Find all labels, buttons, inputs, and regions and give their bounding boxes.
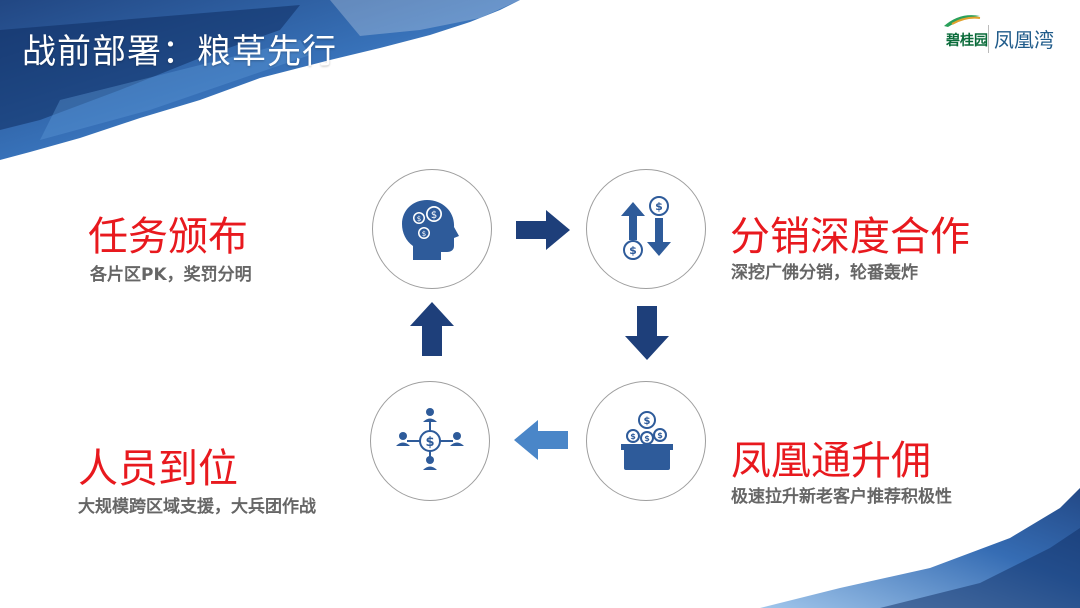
step-circle-staff: $ <box>370 381 490 501</box>
step-title-staff: 人员到位 <box>78 446 238 492</box>
head-coins-icon: $ $ $ <box>402 200 459 260</box>
logo-divider <box>988 25 989 53</box>
step-title-distribution: 分销深度合作 <box>730 214 970 260</box>
logo-brand-text: 碧桂园 <box>946 33 988 49</box>
svg-text:$: $ <box>655 200 663 213</box>
step-circle-task: $ $ $ <box>372 169 492 289</box>
team-network-icon: $ <box>396 408 464 470</box>
arrow-left-icon <box>514 420 568 460</box>
arrow-down-icon <box>625 306 669 360</box>
step-title-commission: 凤凰通升佣 <box>731 438 931 484</box>
svg-text:$: $ <box>417 215 421 223</box>
svg-text:$: $ <box>644 434 650 443</box>
step-title-task: 任务颁布 <box>88 214 248 260</box>
coin-box-icon: $ $ $ $ <box>621 411 673 470</box>
logo-swoosh-icon <box>944 15 981 27</box>
step-desc-commission: 极速拉升新老客户推荐积极性 <box>731 487 952 507</box>
updown-exchange-icon: $ $ <box>621 196 671 260</box>
brand-logo: 碧桂园 凤凰湾 <box>936 10 1066 60</box>
svg-text:$: $ <box>431 210 437 221</box>
arrow-up-icon <box>410 302 454 356</box>
step-desc-staff: 大规模跨区域支援，大兵团作战 <box>78 497 316 517</box>
logo-project-text: 凤凰湾 <box>994 28 1054 52</box>
svg-text:$: $ <box>630 432 636 441</box>
svg-text:$: $ <box>644 416 651 427</box>
step-desc-distribution: 深挖广佛分销，轮番轰炸 <box>731 263 918 283</box>
arrow-right-icon <box>516 210 570 250</box>
svg-text:$: $ <box>629 244 637 257</box>
svg-text:$: $ <box>657 431 663 440</box>
step-circle-commission: $ $ $ $ <box>586 381 706 501</box>
page-title: 战前部署：粮草先行 <box>22 32 337 72</box>
svg-text:$: $ <box>422 230 426 238</box>
svg-text:$: $ <box>425 435 434 450</box>
step-circle-distribution: $ $ <box>586 169 706 289</box>
step-desc-task: 各片区PK，奖罚分明 <box>90 265 252 285</box>
